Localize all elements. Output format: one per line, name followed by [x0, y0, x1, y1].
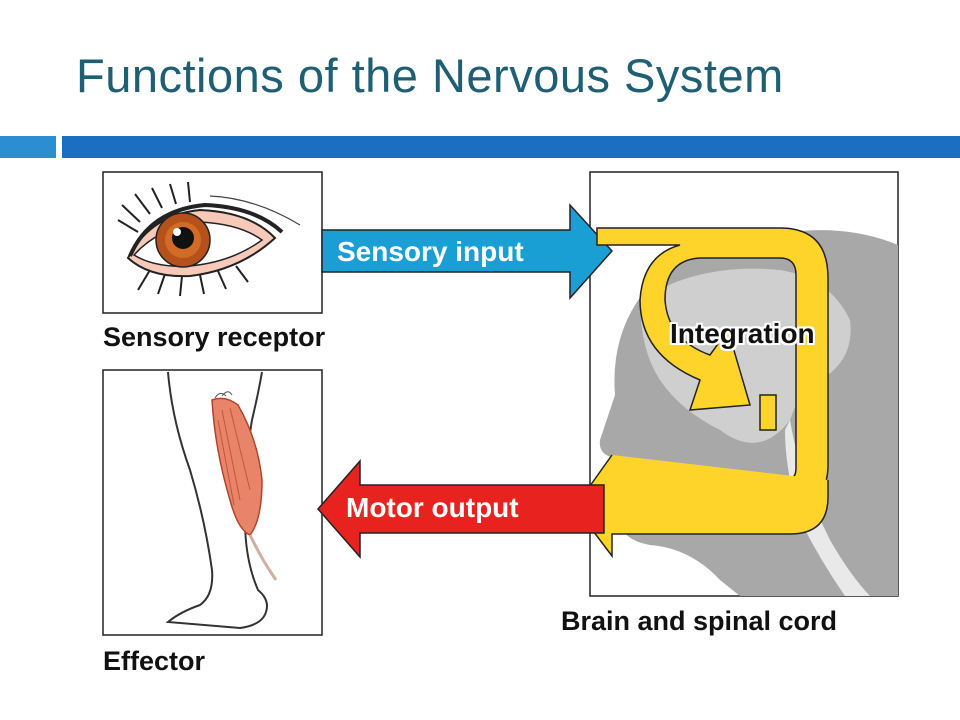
integration-label: Integration [670, 318, 815, 349]
slide-title: Functions of the Nervous System [76, 49, 784, 102]
motor-output-label: Motor output [346, 492, 519, 523]
integration-arrow-head [574, 454, 829, 559]
integration-arrow-tail [759, 394, 777, 431]
accent-bar-long [62, 136, 960, 158]
brain-caption: Brain and spinal cord [561, 606, 838, 636]
sensory-input-arrow [321, 203, 614, 300]
eye-icon [117, 181, 301, 297]
sensory-input-label: Sensory input [337, 236, 524, 267]
accent-bar-short [0, 136, 56, 158]
motor-output-arrow [317, 459, 605, 559]
sensory-receptor-caption: Sensory receptor [103, 322, 326, 352]
leg-icon [165, 371, 278, 630]
effector-caption: Effector [103, 646, 206, 676]
